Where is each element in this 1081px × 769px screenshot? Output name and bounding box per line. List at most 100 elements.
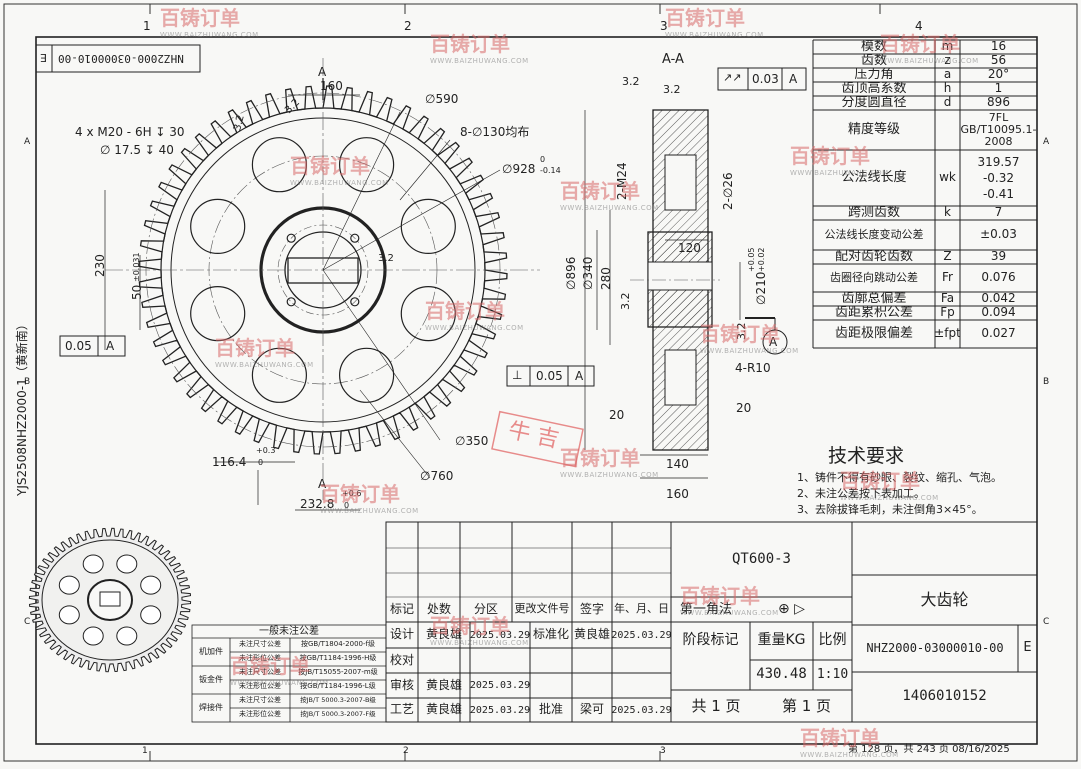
param-symbol: d [943,96,952,110]
param-name: 跨测齿数 [847,206,900,220]
datum-label: A [769,335,778,349]
dim-2-26: 2-∅26 [721,172,735,210]
gear-section-view [506,67,807,479]
param-symbol: m [941,40,954,54]
zone-b-right: B [1043,377,1050,387]
param-value: 0.027 [981,326,1016,341]
dim-50-tol: ±0.031 [132,252,141,282]
dim-210-dn: +0.02 [757,247,766,272]
tb-code: 1406010152 [902,688,987,705]
dim-140: 140 [666,457,689,471]
dim-120: 120 [678,241,701,255]
top-left-letter: E [40,51,47,64]
dim-928: ∅928 [502,162,536,176]
zone-2-bottom: 2 [403,746,409,756]
top-left-code: NHZ2000-03000010-00 [58,52,184,65]
dim-210-up: +0.05 [747,247,756,272]
param-value: 20° [987,68,1010,82]
lightening-hole [339,137,395,193]
thread-hole [286,297,296,307]
dim-thread: 4 x M20 - 6H ↧ 30 [75,125,185,139]
param-name: 公法线长度 [841,169,907,185]
dim-760: ∅760 [420,469,454,483]
param-name: 齿圈径向跳动公差 [830,270,918,284]
flatness-ref: A [106,339,115,353]
tb-role: 审核 [389,677,414,692]
tb-header: 更改文件号 [514,602,570,616]
rough-section-4: 3.2 [735,322,748,341]
param-name: 齿顶高系数 [841,82,907,96]
tb-approve-name: 梁可 [579,702,604,717]
lightening-holes [190,137,456,403]
zone-1: 1 [143,19,151,33]
tolerance-table-grid [191,624,387,723]
dim-hole: ∅ 17.5 ↧ 40 [100,143,174,157]
param-name: 精度等级 [847,121,900,137]
tb-header: 签字 [579,601,604,616]
tb-weight-label: 重量KG [757,632,806,649]
runout-frame [717,67,807,91]
zone-3: 3 [660,19,668,33]
tol-cell: 未注尺寸公差 [239,696,281,705]
param-symbol: wk [939,170,956,185]
dim-160-front: 160 [320,79,343,93]
outer-border [3,3,1078,762]
tb-name: 黄良雄 [425,677,462,692]
tb-rev: E [1023,640,1032,656]
param-symbol: ±fpt [935,326,960,341]
runout-value: 0.03 [752,72,779,86]
tb-date: 2025.03.29 [470,629,530,641]
dim-116: 116.4 [212,455,247,469]
tol-group-1: 机加件 [199,646,223,656]
dim-m24: 2-M24 [615,162,629,200]
dim-116-up: +0.3 [256,446,276,455]
tb-scale-label: 比例 [818,632,847,649]
lightening-hole [251,347,307,403]
param-value: 7 [994,206,1003,220]
section-mark-front-bottom: A [318,477,327,491]
parameter-table-grid [812,39,1038,349]
param-name: 公法线长度变动公差 [824,227,924,241]
dim-r10: 4-R10 [735,361,771,375]
param-name: 齿距累积公差 [834,306,913,320]
iso-hole [58,605,80,625]
param-name: 齿距极限偏差 [834,325,913,341]
dim-8-130: 8-∅130均布 [460,125,530,139]
iso-hole [82,626,104,646]
tol-cell: 按GB/T1804-2000-f级 [300,640,375,649]
lightening-hole [400,198,456,254]
param-symbol: Fp [940,306,955,320]
param-symbol [935,110,960,150]
thread-hole [350,297,360,307]
tol-title: 一般未注公差 [259,626,319,637]
param-value: 0.042 [981,292,1016,306]
tol-cell: 按GB/T1184-1996-H级 [299,654,377,663]
param-symbol: k [944,206,951,220]
dim-928-tol-up: 0 [540,155,546,164]
rough-front-3: 3.2 [378,253,394,264]
tb-sheets-total: 共 1 页 [691,696,741,715]
param-symbol: z [944,54,951,68]
param-value: 16 [990,40,1007,54]
tb-name: 黄良雄 [425,627,462,642]
tech-item-2: 2、未注公差按下表加工。 [797,487,925,500]
dim-50: 50 [130,284,144,300]
dim-280: 280 [599,267,613,290]
iso-hole [58,575,80,595]
param-symbol: Fa [940,292,955,306]
tol-group-3: 焊接件 [199,702,223,712]
param-name: 配对齿轮齿数 [834,250,913,264]
param-value: 896 [987,96,1010,110]
tb-part-name: 大齿轮 [920,590,969,610]
gear-isometric-view [28,527,192,673]
tol-cell: 未注尺寸公差 [239,668,281,677]
param-value: 319.57-0.32-0.41 [977,155,1020,201]
footer-page: 第 128 页，共 243 页 08/16/2025 [848,744,1010,755]
param-symbol: h [943,82,952,96]
tb-scale: 1:10 [816,666,849,682]
dim-232-up: +0.6 [342,489,362,498]
iso-hole [116,626,138,646]
dim-590: ∅590 [425,92,459,106]
lightening-hole [339,347,395,403]
